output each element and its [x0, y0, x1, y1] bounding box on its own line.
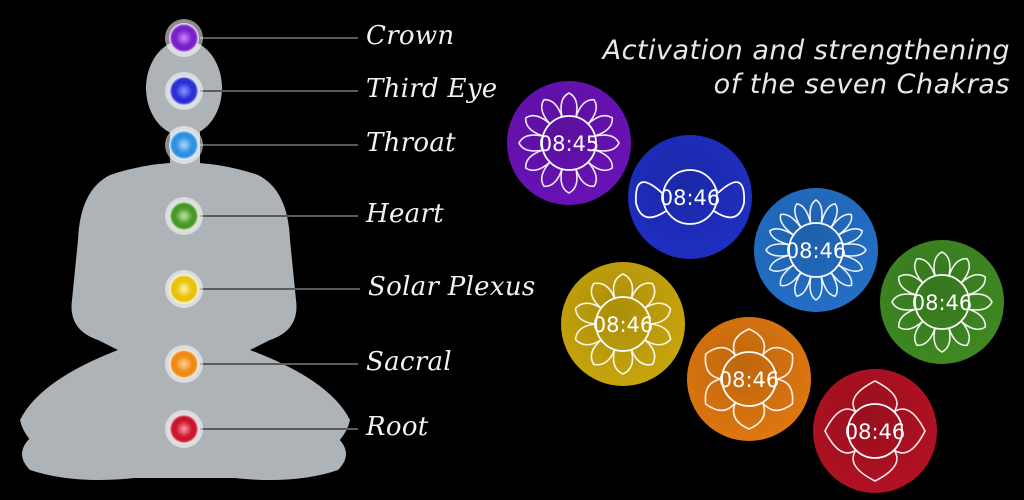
root-chakra-lotus-icon — [824, 380, 926, 482]
chakra-point-heart[interactable] — [169, 201, 199, 231]
chakra-point-solar-plexus[interactable] — [169, 274, 199, 304]
chakra-timer-2[interactable]: 08:46 — [754, 188, 878, 312]
chakra-label-third-eye: Third Eye — [366, 74, 498, 104]
timer-time: 08:46 — [912, 291, 973, 315]
chakra-timer-5[interactable]: 08:46 — [687, 317, 811, 441]
chakra-timer-6[interactable]: 08:46 — [813, 369, 937, 493]
tagline: Activation and strengthening of the seve… — [603, 34, 1010, 102]
timer-time: 08:46 — [786, 239, 847, 263]
heart-chakra-lotus-icon — [891, 251, 993, 353]
chakra-label-sacral: Sacral — [366, 347, 452, 377]
solar-plexus-chakra-lotus-icon — [574, 273, 672, 375]
chakra-point-throat[interactable] — [169, 130, 199, 160]
timer-time: 08:46 — [660, 186, 721, 210]
third-eye-chakra-icon — [635, 169, 745, 225]
timer-time: 08:46 — [845, 420, 906, 444]
chakra-label-root: Root — [366, 412, 429, 442]
timer-time: 08:45 — [539, 132, 600, 156]
crown-chakra-lotus-icon — [518, 92, 620, 194]
chakra-timer-3[interactable]: 08:46 — [880, 240, 1004, 364]
chakra-point-crown[interactable] — [169, 23, 199, 53]
timer-time: 08:46 — [593, 313, 654, 337]
sacral-chakra-lotus-icon — [704, 328, 794, 430]
tagline-line-1: Activation and strengthening — [602, 35, 1010, 66]
tagline-line-2: of the seven Chakras — [713, 69, 1010, 100]
chakra-label-throat: Throat — [366, 128, 456, 158]
chakra-label-crown: Crown — [366, 21, 455, 51]
throat-chakra-lotus-icon — [765, 199, 867, 301]
chakra-timer-1[interactable]: 08:46 — [628, 135, 752, 259]
chakra-timer-0[interactable]: 08:45 — [507, 81, 631, 205]
chakra-point-root[interactable] — [169, 414, 199, 444]
chakra-label-solar-plexus: Solar Plexus — [368, 272, 536, 302]
chakra-point-sacral[interactable] — [169, 349, 199, 379]
timer-time: 08:46 — [719, 368, 780, 392]
chakra-point-third-eye[interactable] — [169, 76, 199, 106]
chakra-timer-4[interactable]: 08:46 — [561, 262, 685, 386]
chakra-label-heart: Heart — [366, 199, 444, 229]
